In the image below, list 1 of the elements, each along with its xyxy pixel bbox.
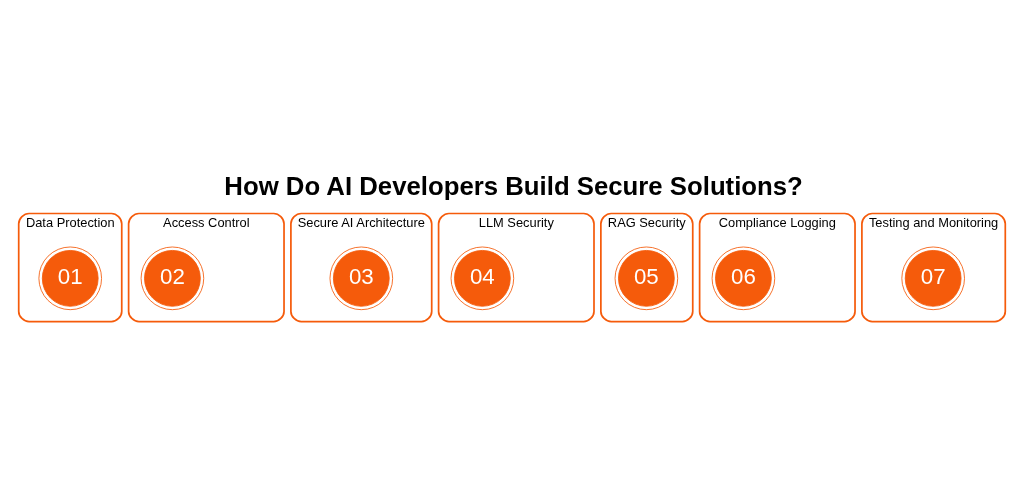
diagram-title: How Do AI Developers Build Secure Solutions? (224, 171, 803, 200)
